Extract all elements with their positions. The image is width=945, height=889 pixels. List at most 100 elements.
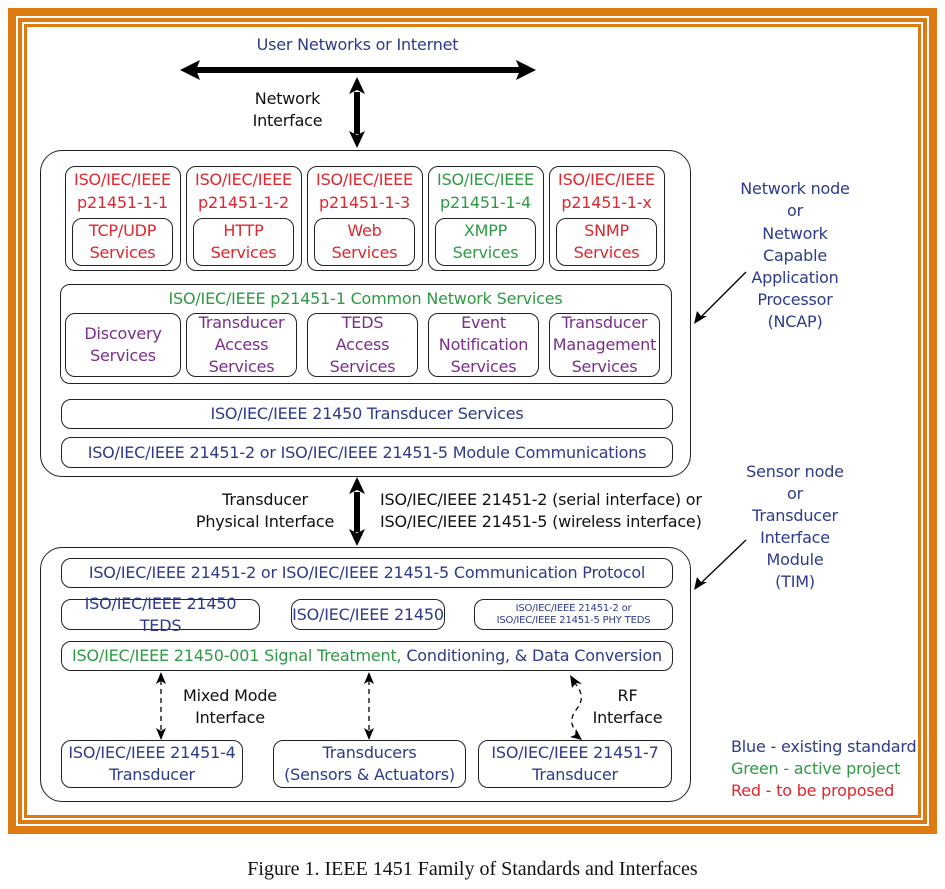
protocol-std-line2: p21451-1-4 — [440, 193, 531, 212]
transducer-21451-4-box: ISO/IEC/IEEE 21451-4 Transducer — [61, 740, 243, 788]
physical-interface-spec-line2: ISO/IEC/IEEE 21451-5 (wireless interface… — [380, 512, 702, 531]
service-line1: Transducer — [198, 313, 285, 332]
ncap-callout-line: Application — [751, 268, 839, 287]
service-line1: TCP/UDP — [88, 221, 157, 240]
ncap-callout-line: Network — [762, 224, 828, 243]
protocol-std-line2: p21451-1-3 — [319, 193, 410, 212]
event-notification-services-box: Event Notification Services — [428, 313, 539, 377]
teds-label: ISO/IEC/IEEE 21450 TEDS — [84, 593, 237, 635]
service-line2: Services — [89, 243, 156, 262]
transducer-line1: ISO/IEC/IEEE 21451-7 — [491, 743, 659, 762]
signal-treatment-box: ISO/IEC/IEEE 21450-001 Signal Treatment,… — [61, 641, 673, 671]
service-line1: XMPP — [463, 221, 508, 240]
mixed-mode-label-line1: Mixed Mode — [183, 686, 277, 705]
service-line1: Event — [461, 313, 506, 332]
physical-interface-label-line2: Physical Interface — [195, 512, 335, 531]
phy-teds-box: ISO/IEC/IEEE 21451-2 or ISO/IEC/IEEE 214… — [474, 599, 673, 630]
transducer-line1: ISO/IEC/IEEE 21451-4 — [68, 743, 236, 762]
rf-label-line2: Interface — [592, 708, 663, 727]
service-line3: Services — [571, 357, 638, 376]
transducers-sensors-actuators-box: Transducers (Sensors & Actuators) — [273, 740, 466, 788]
transducer-21451-7-box: ISO/IEC/IEEE 21451-7 Transducer — [478, 740, 672, 788]
protocol-box-xmpp: ISO/IEC/IEEE p21451-1-4 XMPP Services — [428, 166, 544, 271]
legend-red: Red - to be proposed — [731, 781, 895, 800]
service-line2: Services — [573, 243, 640, 262]
communication-protocol-label: ISO/IEC/IEEE 21451-2 or ISO/IEC/IEEE 214… — [88, 563, 646, 582]
module-communications-label: ISO/IEC/IEEE 21451-2 or ISO/IEC/IEEE 214… — [87, 442, 647, 462]
service-line2: Services — [90, 346, 156, 365]
phy-teds-line1: ISO/IEC/IEEE 21451-2 or — [515, 602, 632, 614]
service-line2: Access — [335, 335, 390, 354]
transducer-management-services-box: Transducer Management Services — [549, 313, 660, 377]
ncap-callout-line: Capable — [763, 246, 827, 265]
tim-callout-line: Sensor node — [746, 462, 844, 481]
transducer-line2: Transducer — [532, 765, 618, 784]
service-line1: HTTP — [223, 221, 264, 240]
signal-treatment-label-blue: Conditioning, & Data Conversion — [401, 646, 662, 665]
transducer-services-box: ISO/IEC/IEEE 21450 Transducer Services — [61, 399, 673, 429]
protocol-std-line2: p21451-1-2 — [198, 193, 289, 212]
physical-interface-spec-line1: ISO/IEC/IEEE 21451-2 (serial interface) … — [380, 490, 702, 509]
user-networks-label: User Networks or Internet — [256, 35, 459, 54]
transducer-line2: (Sensors & Actuators) — [284, 765, 455, 784]
protocol-std-line2: p21451-1-1 — [77, 193, 168, 212]
teds-box: ISO/IEC/IEEE 21450 TEDS — [61, 594, 260, 635]
service-line1: TEDS — [341, 313, 384, 332]
tim-callout-line: Interface — [760, 528, 830, 547]
ncap-callout-line: or — [787, 201, 803, 220]
transducer-line2: Transducer — [109, 765, 195, 784]
protocol-std-line1: ISO/IEC/IEEE — [316, 170, 413, 189]
transducer-access-services-box: Transducer Access Services — [186, 313, 297, 377]
tim-callout-line: Transducer — [752, 506, 838, 525]
common-network-services-title: ISO/IEC/IEEE p21451-1 Common Network Ser… — [168, 289, 563, 308]
teds-access-services-box: TEDS Access Services — [307, 313, 418, 377]
service-line2: Services — [452, 243, 519, 262]
rf-label-line1: RF — [617, 686, 638, 705]
std-21450-label: ISO/IEC/IEEE 21450 — [292, 604, 444, 624]
service-line1: Web — [347, 221, 382, 240]
legend-blue: Blue - existing standard — [731, 737, 917, 756]
protocol-box-web: ISO/IEC/IEEE p21451-1-3 Web Services — [307, 166, 423, 271]
service-line2: Services — [210, 243, 277, 262]
communication-protocol-box: ISO/IEC/IEEE 21451-2 or ISO/IEC/IEEE 214… — [61, 558, 673, 588]
tim-callout-line: (TIM) — [775, 572, 815, 591]
mixed-mode-label-line2: Interface — [195, 708, 265, 727]
service-box-snmp: SNMP Services — [556, 218, 657, 266]
protocol-std-line1: ISO/IEC/IEEE — [195, 170, 292, 189]
service-line1: SNMP — [584, 221, 629, 240]
service-line1: Transducer — [561, 313, 648, 332]
service-line1: Discovery — [84, 324, 162, 343]
module-communications-box: ISO/IEC/IEEE 21451-2 or ISO/IEC/IEEE 214… — [61, 437, 673, 468]
ncap-callout-line: Processor — [757, 290, 833, 309]
ncap-callout-line: (NCAP) — [767, 312, 823, 331]
service-line2: Notification — [438, 335, 529, 354]
discovery-services-box: Discovery Services — [65, 313, 181, 377]
service-box-http: HTTP Services — [193, 218, 294, 266]
network-interface-label-line2: Interface — [252, 111, 323, 130]
protocol-box-snmp: ISO/IEC/IEEE p21451-1-x SNMP Services — [549, 166, 665, 271]
physical-interface-label-line1: Transducer — [222, 490, 308, 509]
figure-caption: Figure 1. IEEE 1451 Family of Standards … — [247, 858, 698, 880]
service-line3: Services — [329, 357, 396, 376]
phy-teds-line2: ISO/IEC/IEEE 21451-5 PHY TEDS — [496, 614, 651, 626]
service-box-xmpp: XMPP Services — [435, 218, 536, 266]
transducer-services-label: ISO/IEC/IEEE 21450 Transducer Services — [210, 404, 524, 423]
legend-green: Green - active project — [731, 759, 901, 778]
signal-treatment-label-green: ISO/IEC/IEEE 21450-001 Signal Treatment, — [72, 646, 402, 665]
service-line2: Management — [552, 335, 657, 354]
protocol-box-tcp-udp: ISO/IEC/IEEE p21451-1-1 TCP/UDP Services — [65, 166, 181, 271]
protocol-box-http: ISO/IEC/IEEE p21451-1-2 HTTP Services — [186, 166, 302, 271]
service-box-tcp-udp: TCP/UDP Services — [72, 218, 173, 266]
network-interface-label-line1: Network — [254, 89, 321, 108]
protocol-std-line1: ISO/IEC/IEEE — [558, 170, 655, 189]
ncap-callout-line: Network node — [740, 179, 850, 198]
service-line3: Services — [208, 357, 275, 376]
tim-callout-line: or — [787, 484, 803, 503]
transducer-line1: Transducers — [322, 743, 417, 762]
protocol-std-line2: p21451-1-x — [561, 193, 652, 212]
service-box-web: Web Services — [314, 218, 415, 266]
std-21450-box: ISO/IEC/IEEE 21450 — [291, 599, 445, 630]
service-line2: Services — [331, 243, 398, 262]
service-line3: Services — [450, 357, 517, 376]
service-line2: Access — [214, 335, 269, 354]
